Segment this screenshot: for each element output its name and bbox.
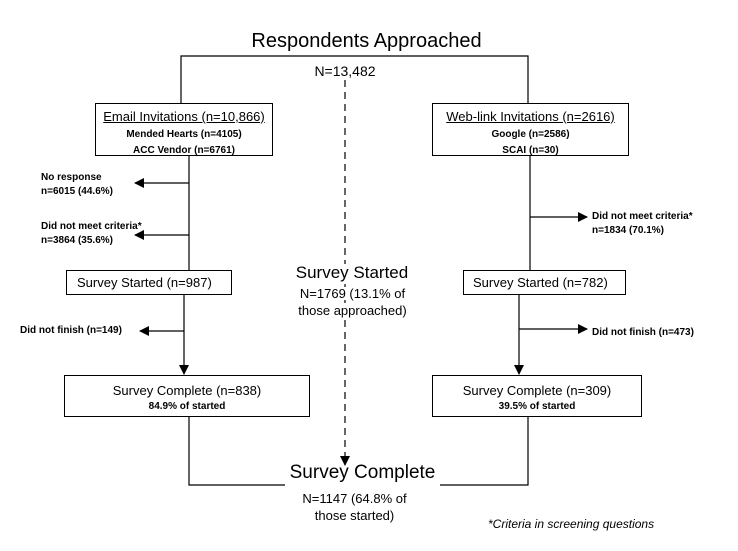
bottom-bracket-line — [188, 417, 285, 486]
google-label: Google (n=2586) — [491, 129, 570, 140]
top-total: N=13,482 — [290, 64, 400, 78]
right-not-met-count: n=1834 (70.1%) — [592, 225, 664, 236]
footnote: *Criteria in screening questions — [488, 517, 655, 531]
right-survey-complete-title: Survey Complete (n=309) — [462, 383, 612, 398]
left-survey-complete-box: Survey Complete (n=838) 84.9% of started — [64, 375, 310, 417]
scai-label: SCAI (n=30) — [502, 145, 559, 156]
bottom-bracket-line-right — [440, 417, 529, 486]
center-survey-complete-line1: N=1147 (64.8% of — [302, 491, 407, 506]
email-invitations-title: Email Invitations (n=10,866) — [103, 109, 265, 124]
left-no-response-label: No response — [41, 172, 102, 183]
left-survey-started-box: Survey Started (n=987) — [66, 270, 232, 295]
center-survey-complete-line2: those started) — [314, 508, 395, 523]
right-not-finish-label: Did not finish (n=473) — [592, 327, 694, 338]
top-bracket-line — [180, 55, 529, 103]
left-survey-complete-pct: 84.9% of started — [148, 401, 226, 412]
right-survey-started-label: Survey Started (n=782) — [473, 275, 608, 290]
center-survey-started-line1: N=1769 (13.1% of — [290, 287, 415, 300]
right-not-met-label: Did not meet criteria* — [592, 211, 693, 222]
left-survey-complete-title: Survey Complete (n=838) — [112, 383, 262, 398]
top-title: Respondents Approached — [251, 30, 482, 52]
center-survey-complete-title: Survey Complete — [289, 462, 436, 483]
right-survey-complete-box: Survey Complete (n=309) 39.5% of started — [432, 375, 642, 417]
acc-vendor-label: ACC Vendor (n=6761) — [133, 145, 235, 156]
mended-hearts-label: Mended Hearts (n=4105) — [126, 129, 242, 140]
left-survey-started-label: Survey Started (n=987) — [77, 275, 212, 290]
left-not-finish-label: Did not finish (n=149) — [20, 325, 122, 336]
web-link-invitations-box: Web-link Invitations (n=2616) Google (n=… — [432, 103, 629, 156]
left-no-response-count: n=6015 (44.6%) — [41, 186, 113, 197]
left-not-met-label: Did not meet criteria* — [41, 221, 142, 232]
email-invitations-box: Email Invitations (n=10,866) Mended Hear… — [95, 103, 273, 156]
right-survey-complete-pct: 39.5% of started — [498, 401, 576, 412]
center-survey-started-line2: those approached) — [290, 304, 415, 317]
center-survey-started-title: Survey Started — [287, 264, 417, 281]
left-not-met-count: n=3864 (35.6%) — [41, 235, 113, 246]
web-link-invitations-title: Web-link Invitations (n=2616) — [446, 109, 615, 124]
right-survey-started-box: Survey Started (n=782) — [463, 270, 626, 295]
